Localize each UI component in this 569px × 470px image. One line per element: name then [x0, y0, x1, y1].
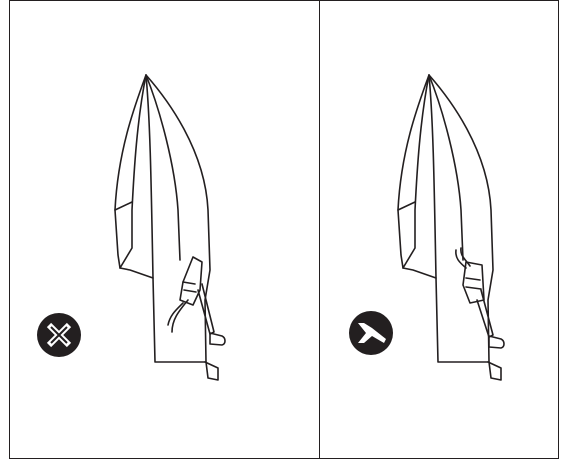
boat-correct — [397, 74, 505, 381]
panel-correct — [319, 0, 559, 459]
check-arrow-circle-icon — [349, 311, 393, 355]
cross-circle-icon — [37, 313, 81, 357]
boat-incorrect — [114, 74, 226, 381]
